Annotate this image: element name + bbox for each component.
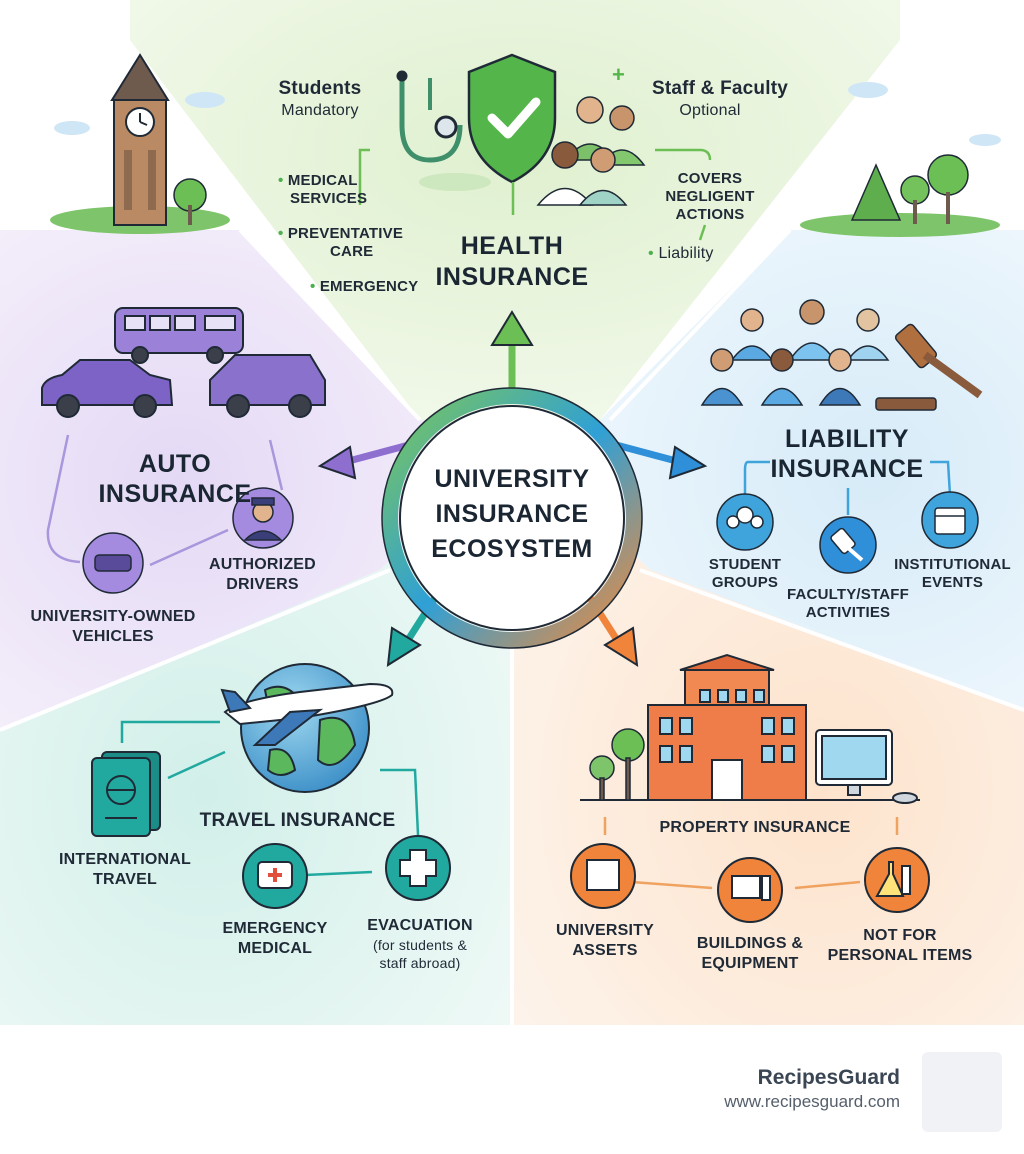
vehicles-line-1: UNIVERSITY-OWNED xyxy=(30,608,196,625)
buildings-equipment-line-2: EQUIPMENT xyxy=(701,955,799,972)
international-travel-line-1: INTERNATIONAL xyxy=(58,851,192,868)
gavel-small-icon xyxy=(819,516,877,574)
not-personal-line-1: NOT FOR xyxy=(863,927,937,944)
svg-text:+: + xyxy=(612,62,625,87)
liability-sector xyxy=(512,230,1024,710)
trees-icon xyxy=(800,154,1000,237)
equipment-computer-icon xyxy=(717,857,783,923)
computer-monitor-icon xyxy=(815,729,918,804)
faculty-activities-line-2: ACTIVITIES xyxy=(805,604,891,621)
faculty-activities-line-1: FACULTY/STAFF xyxy=(786,586,910,603)
university-assets-line-2: ASSETS xyxy=(572,942,638,959)
preventative-line-2: CARE xyxy=(330,243,374,260)
auto-title-line-2: INSURANCE xyxy=(98,480,252,508)
center-hub xyxy=(381,387,643,649)
covers-line-3: ACTIONS xyxy=(675,206,745,223)
emergency-label: EMERGENCY xyxy=(310,278,418,295)
vehicles-line-2: VEHICLES xyxy=(72,628,154,645)
brand-logo-placeholder xyxy=(922,1052,1002,1132)
health-title-line-2: INSURANCE xyxy=(435,263,589,291)
cloud-icon xyxy=(419,173,491,191)
emergency-medical-line-2: MEDICAL xyxy=(237,940,313,957)
student-groups-icon xyxy=(716,493,774,551)
covers-line-2: NEGLIGENT xyxy=(665,188,755,205)
medical-kit-icon xyxy=(242,843,308,909)
evacuation-line-3: staff abroad) xyxy=(379,955,461,971)
cloud-icon xyxy=(54,82,1001,146)
student-groups-line-1: STUDENT xyxy=(708,556,782,573)
globe-icon xyxy=(240,663,370,793)
travel-title: TRAVEL INSURANCE xyxy=(199,810,396,831)
staff-label: Staff & Faculty xyxy=(651,78,789,99)
medical-services-line-2: SERVICES xyxy=(290,190,368,207)
auto-title-line-1: AUTO xyxy=(138,450,212,478)
students-mandatory: Mandatory xyxy=(281,102,359,119)
brand-name: RecipesGuard xyxy=(757,1066,900,1089)
property-title: PROPERTY INSURANCE xyxy=(659,819,851,836)
clock-tower-icon xyxy=(50,53,230,234)
university-building-icon xyxy=(580,653,920,801)
brand-block: RecipesGuard www.recipesguard.com xyxy=(640,1066,900,1112)
liability-title-line-1: LIABILITY xyxy=(785,425,909,453)
emergency-medical-line-1: EMERGENCY xyxy=(222,920,328,937)
not-personal-line-2: PERSONAL ITEMS xyxy=(827,947,973,964)
gavel-icon xyxy=(875,323,983,411)
car-icon xyxy=(41,359,174,418)
brand-url[interactable]: www.recipesguard.com xyxy=(724,1092,900,1111)
liability-title-line-2: INSURANCE xyxy=(770,455,924,483)
people-group-icon xyxy=(700,299,890,406)
airplane-icon xyxy=(220,682,394,746)
medical-services-line-1: MEDICAL xyxy=(278,172,358,189)
staff-people-icon: + xyxy=(536,62,646,206)
institutional-events-line-2: EVENTS xyxy=(921,574,984,591)
assets-building-icon xyxy=(570,843,636,909)
evacuation-line-2: (for students & xyxy=(372,937,468,953)
auto-sector xyxy=(0,0,130,230)
driver-icon xyxy=(232,487,294,549)
liability-bullet: Liability xyxy=(648,245,714,263)
staff-optional: Optional xyxy=(679,102,741,119)
covers-line-1: COVERS xyxy=(677,170,743,187)
stethoscope-icon xyxy=(396,70,463,163)
center-title-line-2: INSURANCE xyxy=(435,500,589,528)
authorized-drivers-line-2: DRIVERS xyxy=(226,576,299,593)
university-assets-line-1: UNIVERSITY xyxy=(555,922,654,939)
center-title-line-3: ECOSYSTEM xyxy=(431,535,593,563)
evacuation-cross-icon xyxy=(385,835,451,901)
flask-icon xyxy=(864,847,930,913)
center-title-line-1: UNIVERSITY xyxy=(434,465,590,493)
evacuation-line-1: EVACUATION xyxy=(367,917,473,934)
international-travel-line-2: TRAVEL xyxy=(92,871,157,888)
authorized-drivers-line-1: AUTHORIZED xyxy=(209,556,316,573)
institutional-events-line-1: INSTITUTIONAL xyxy=(894,556,1011,573)
health-title-line-1: HEALTH xyxy=(460,232,564,260)
auto-sector-main xyxy=(0,230,512,730)
suv-icon xyxy=(209,354,326,418)
bus-icon xyxy=(114,307,244,364)
students-label: Students xyxy=(278,78,362,99)
buildings-equipment-line-1: BUILDINGS & xyxy=(696,935,804,952)
calendar-icon xyxy=(921,491,979,549)
preventative-line-1: PREVENTATIVE xyxy=(278,225,403,242)
health-sector xyxy=(130,0,900,440)
vehicle-icon xyxy=(82,532,144,594)
student-groups-line-2: GROUPS xyxy=(711,574,779,591)
passport-icon xyxy=(91,751,161,837)
tree-icon xyxy=(589,728,645,801)
